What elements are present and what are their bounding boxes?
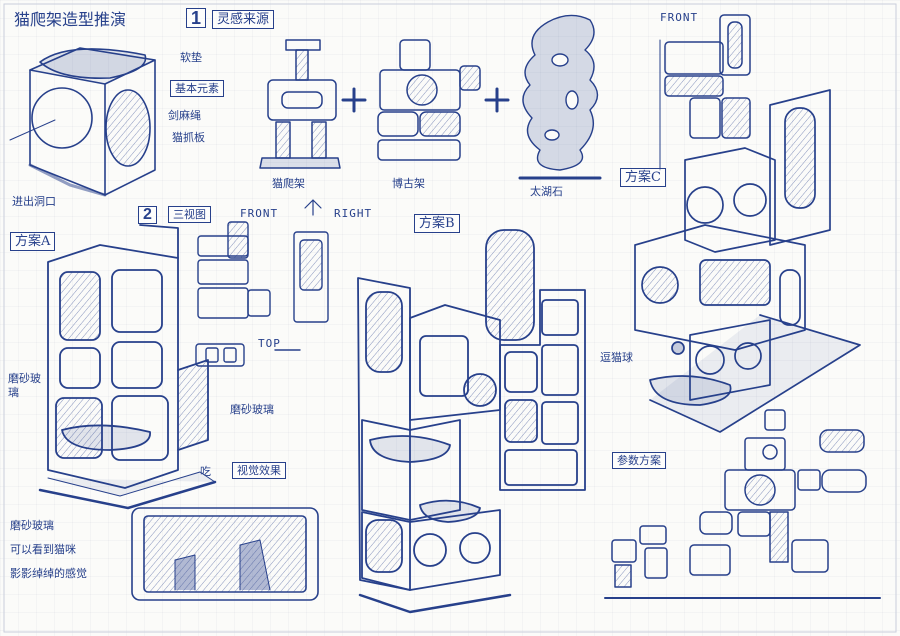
plus-sign-1	[341, 87, 367, 113]
label-frosted-glass: 磨砂玻璃	[230, 403, 274, 416]
label-entry-hole: 进出洞口	[12, 195, 56, 208]
label-cat-tree: 猫爬架	[272, 177, 305, 190]
plan-a-sketch	[38, 224, 217, 510]
label-taihu-stone: 太湖石	[530, 185, 563, 198]
label-top: TOP	[258, 337, 281, 350]
label-eat: 吃	[200, 465, 211, 478]
reference-plan-sketch	[604, 409, 881, 599]
label-sisal-rope: 剑麻绳	[168, 109, 201, 122]
label-hanging-ball: 逗猫球	[600, 351, 633, 364]
front-elevation-sketch	[659, 14, 751, 171]
label-three-views: 三视图	[168, 206, 211, 223]
label-front: FRONT	[240, 207, 279, 220]
note-line-1: 磨砂玻璃	[10, 519, 54, 532]
page-title: 猫爬架造型推演	[14, 10, 127, 29]
label-scratch-board: 猫抓板	[172, 131, 205, 144]
label-frosted-glass-side: 磨砂玻璃	[8, 372, 41, 400]
section2-number: 2	[138, 206, 157, 224]
plus-sign-2	[484, 87, 510, 113]
label-plan-a: 方案A	[10, 232, 56, 251]
three-views-sketch	[195, 199, 329, 367]
note-line-2: 可以看到猫咪	[10, 543, 76, 556]
plan-c-sketch	[634, 89, 861, 433]
step-number: 1	[186, 8, 207, 28]
note-line-3: 影影绰绰的感觉	[10, 567, 87, 580]
label-basic-element: 基本元素	[170, 80, 224, 97]
label-right: RIGHT	[334, 207, 373, 220]
step-label: 灵感来源	[212, 10, 275, 29]
label-plan-c: 方案C	[620, 168, 666, 187]
cat-tree-sketch	[259, 39, 341, 169]
label-front-top: FRONT	[660, 11, 699, 24]
taihu-stone-sketch	[518, 14, 602, 180]
frosted-glass-view	[131, 507, 319, 601]
label-reference-plan: 参数方案	[612, 452, 666, 469]
label-view-effect: 视觉效果	[232, 462, 286, 479]
plan-b-sketch	[357, 229, 586, 614]
bogu-shelf-sketch	[377, 39, 481, 161]
label-cushion: 软垫	[180, 51, 202, 64]
element-cube-sketch	[9, 47, 156, 197]
label-plan-b: 方案B	[414, 214, 460, 233]
label-bogu-shelf: 博古架	[392, 177, 425, 190]
